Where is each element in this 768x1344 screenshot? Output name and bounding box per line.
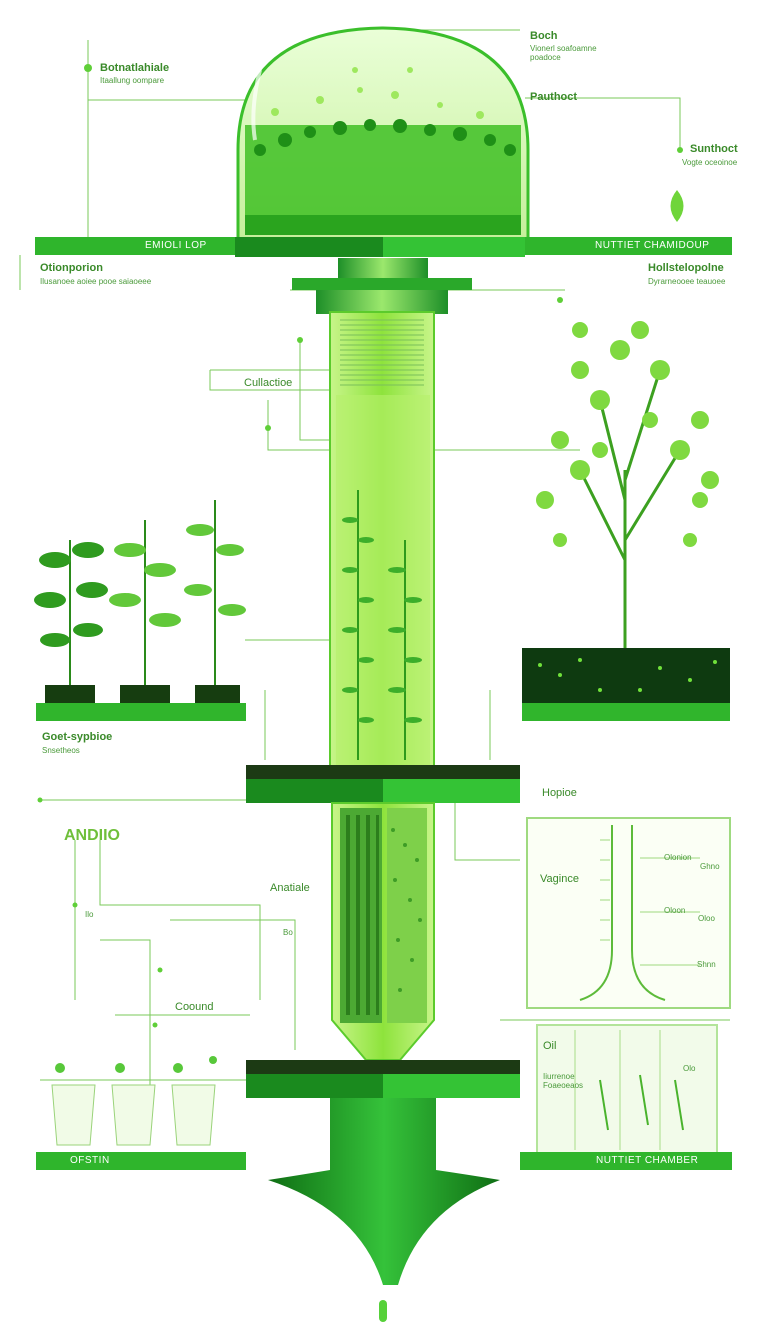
nutrient-tank <box>536 1024 718 1156</box>
bar-bottom-left-label: OFSTIN <box>70 1155 110 1166</box>
middle-platform <box>246 765 520 779</box>
hopioe-label: Hopioe <box>542 787 577 799</box>
bar-top-left <box>35 237 235 255</box>
gauge-label-2: Ghno <box>700 862 720 871</box>
droplet-icon <box>670 190 684 222</box>
tank-subtitle: Iiurrenoe Foaeoeaos <box>543 1072 584 1090</box>
small-label-1: Ilo <box>85 910 94 919</box>
gauge-label-1: Olonion <box>664 853 692 862</box>
vagince-label: Vagince <box>540 873 579 885</box>
right-side-subtitle: Vogte oceoinoe <box>682 158 738 167</box>
bar-top-right <box>525 237 732 255</box>
top-right-title: Boch <box>530 30 558 42</box>
tree-illustration <box>522 321 730 721</box>
top-left-title: Botnatlahiale <box>100 62 170 74</box>
left-mid-title: Goet-sypbioe <box>42 731 113 743</box>
right-upper-title: Hollstelopolne <box>648 262 724 274</box>
right-upper-subtitle: Dyrarneooee teauoee <box>648 277 726 286</box>
gauge-label-4: Oloo <box>698 914 715 923</box>
right-side-title: Sunthoct <box>690 143 738 155</box>
left-upper-title: Otionporion <box>40 262 103 274</box>
seedling-pots <box>51 1056 217 1146</box>
bar-top-right-label: NUTTIET CHAMIDOUP <box>595 240 710 251</box>
bar-bottom-left <box>36 1152 246 1170</box>
drain-funnel <box>268 1098 500 1285</box>
leader-dots <box>37 64 683 1028</box>
bar-bottom-right-label: NUTTIET CHAMBER <box>596 1155 699 1166</box>
upper-collar <box>338 258 428 280</box>
bar-top-left-label: EMIOLI LOP <box>145 240 207 251</box>
top-left-subtitle: Itaallung oompare <box>100 76 165 85</box>
right-mid-title: Pauthoct <box>530 91 578 103</box>
small-label-2: Bo <box>283 928 293 937</box>
seedling-plants <box>34 500 246 721</box>
gauge-panel <box>526 817 731 1009</box>
left-upper-subtitle: Ilusanoee aoiee pooe saiaoeee <box>40 277 152 286</box>
dome-terrarium <box>236 26 530 242</box>
gauge-label-3: Oloon <box>664 906 686 915</box>
coound-label: Coound <box>175 1001 214 1013</box>
gauge-label-5: Shnn <box>697 960 716 969</box>
left-mid-subtitle: Snsetheos <box>42 746 80 755</box>
root-chamber <box>331 802 435 1061</box>
andiio-sign: ANDIIO <box>64 827 120 844</box>
top-right-subtitle: Vionerl soafoamne poadoce <box>530 44 597 62</box>
tank-left-label: Oil <box>543 1040 557 1052</box>
tank-right-label: Olo <box>683 1064 696 1073</box>
callout-mid: Cullactioe <box>244 377 293 389</box>
lower-platform <box>246 1060 520 1074</box>
bar-bottom-right <box>520 1152 732 1170</box>
anatiale-label: Anatiale <box>270 882 310 894</box>
growth-tube <box>329 311 435 768</box>
